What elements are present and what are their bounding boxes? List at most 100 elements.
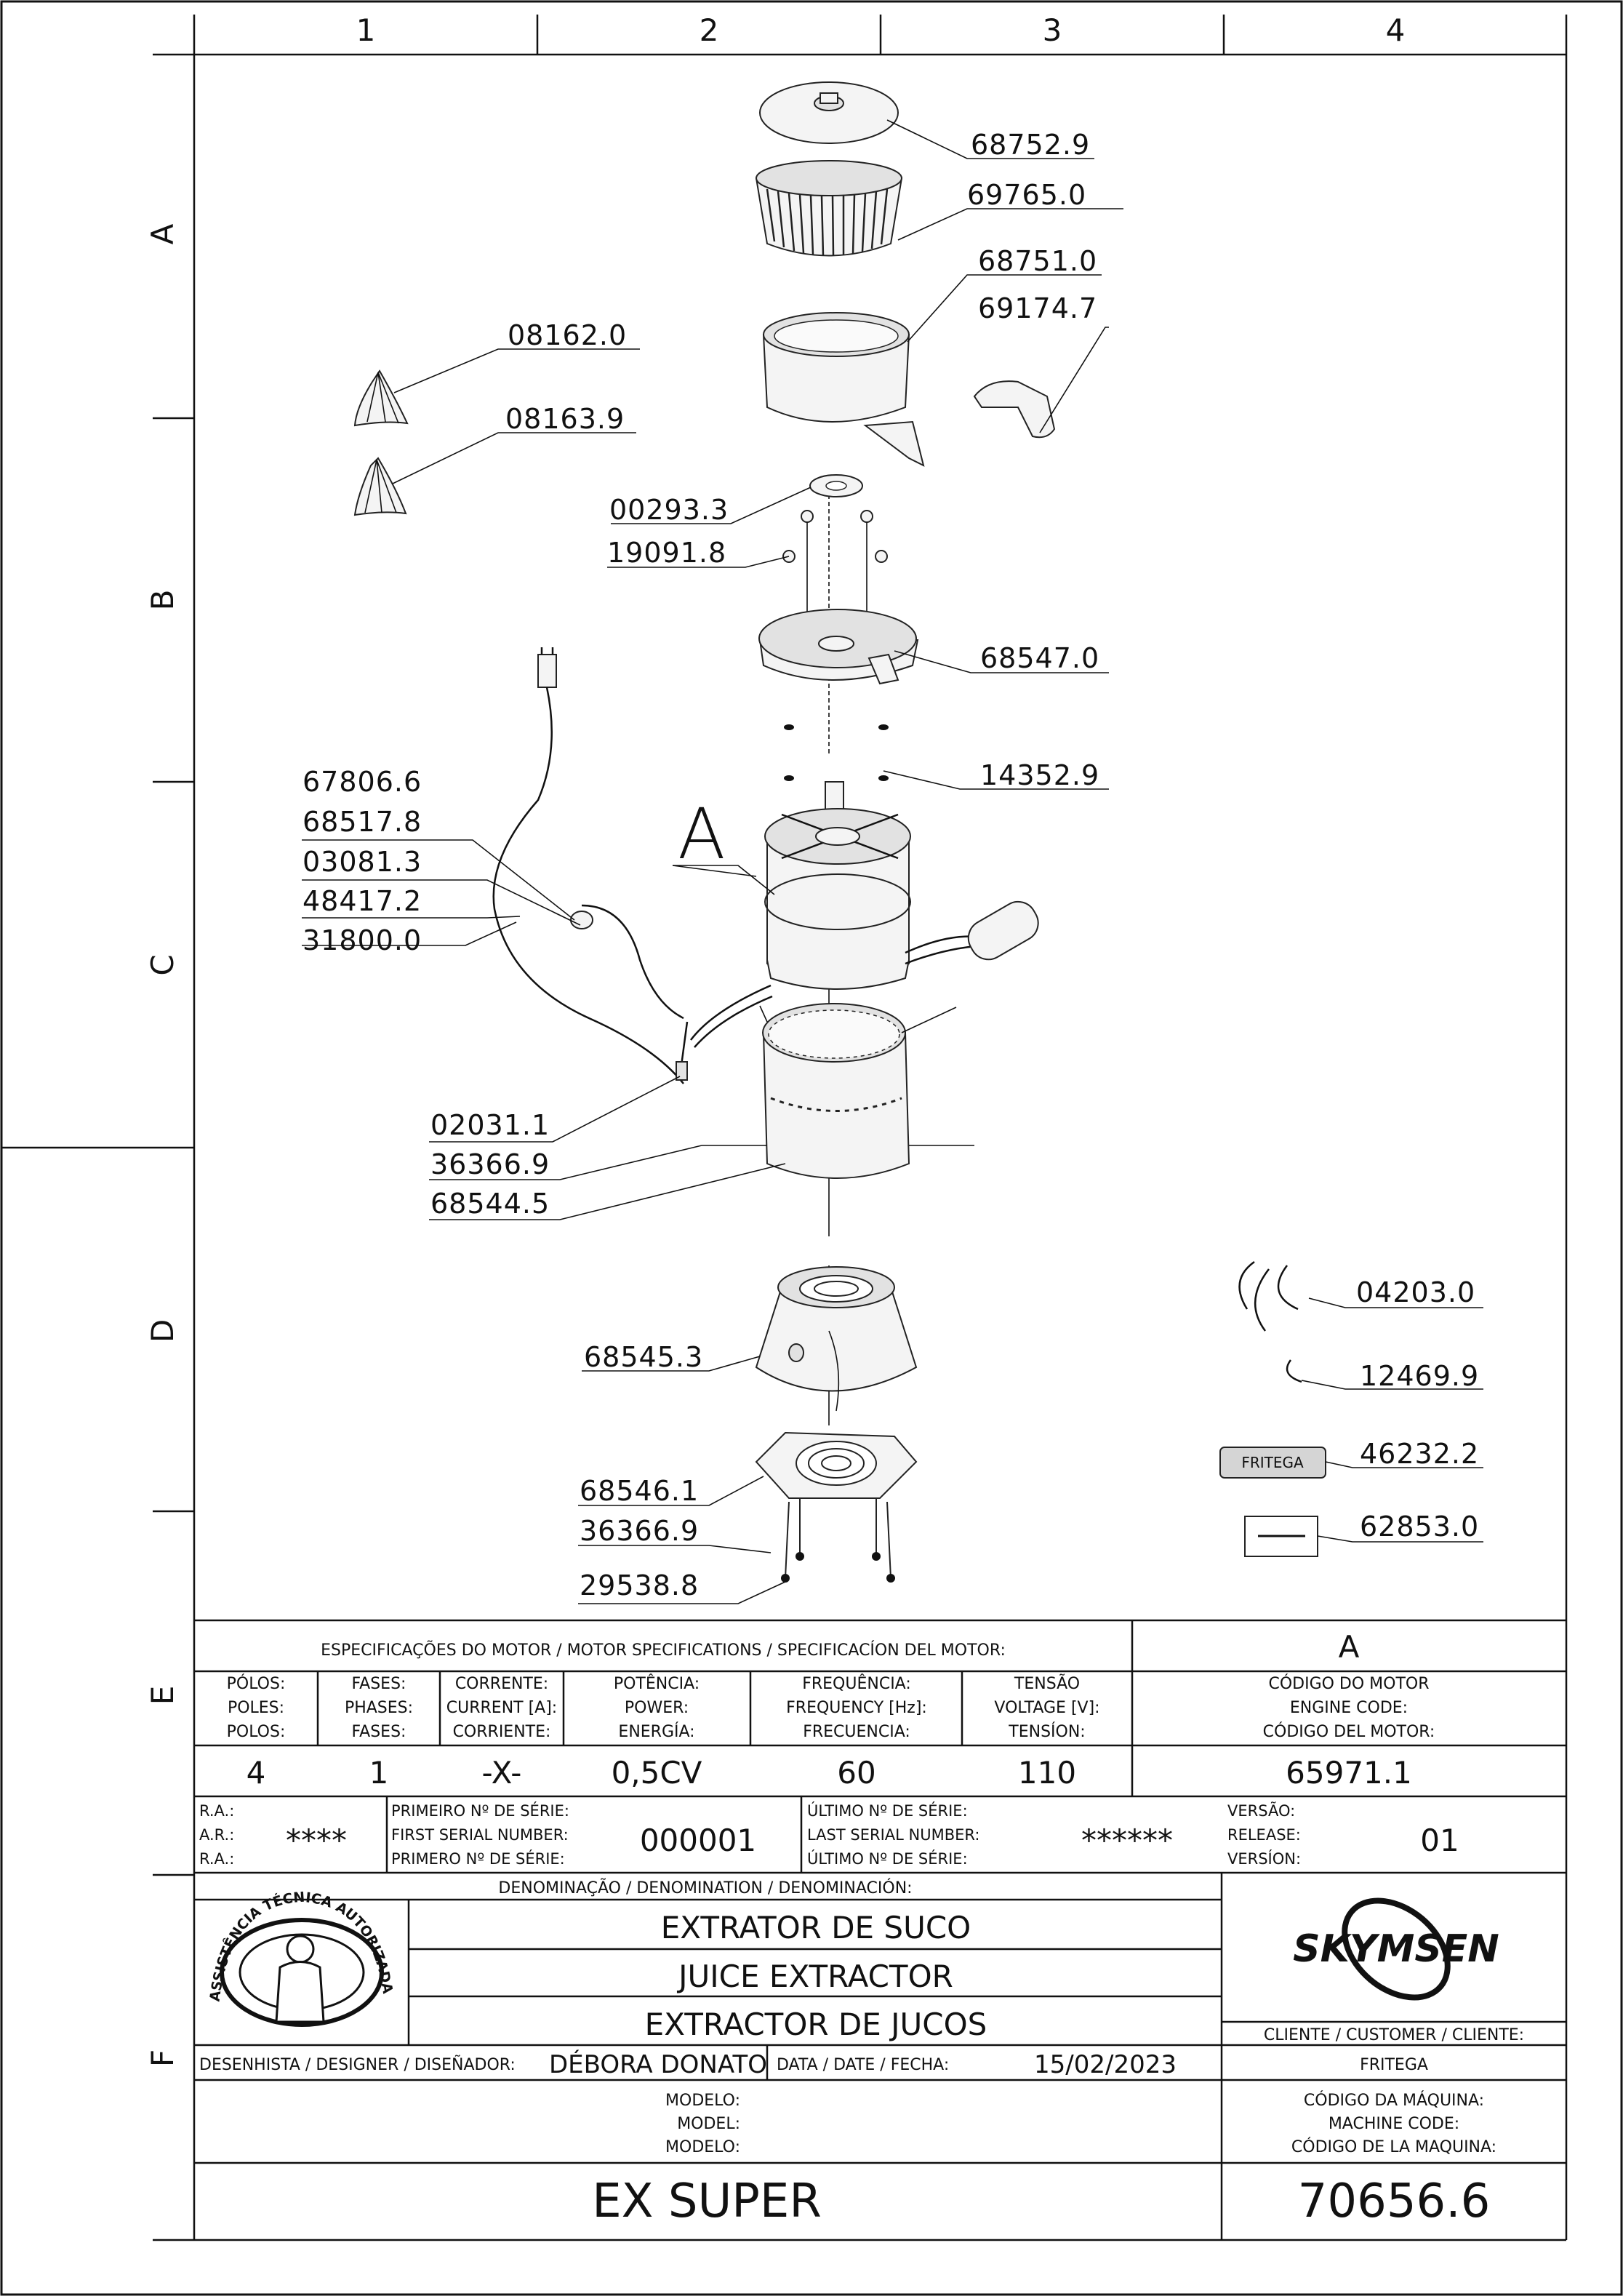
- part-label: 69765.0: [967, 179, 1086, 211]
- date-value: 15/02/2023: [1034, 2050, 1177, 2079]
- customer-label: CLIENTE / CUSTOMER / CLIENTE:: [1264, 2026, 1524, 2044]
- part-label: 68546.1: [580, 1475, 699, 1507]
- part-label: 68547.0: [980, 642, 1099, 674]
- ra-label: R.A.:: [199, 1850, 234, 1868]
- spec-label: POLOS:: [227, 1723, 286, 1741]
- part-label: 19091.8: [607, 537, 726, 569]
- motor-specs-header: ESPECIFICAÇÕES DO MOTOR / MOTOR SPECIFIC…: [321, 1640, 1006, 1660]
- spec-label: POWER:: [625, 1699, 689, 1717]
- motor-base-part: [755, 1266, 918, 1412]
- last-serial-label: ÚLTIMO Nº DE SÉRIE:: [807, 1849, 968, 1868]
- grid-row-f: F: [145, 2049, 180, 2067]
- part-label: 14352.9: [980, 759, 1099, 791]
- product-name-en: JUICE EXTRACTOR: [676, 1959, 953, 1994]
- spec-label: ENGINE CODE:: [1290, 1699, 1408, 1717]
- title-block: ESPECIFICAÇÕES DO MOTOR / MOTOR SPECIFIC…: [194, 1619, 1566, 2240]
- reamer-cones-part: [353, 369, 409, 516]
- detail-label: A: [678, 793, 726, 875]
- part-label: 68545.3: [584, 1341, 703, 1373]
- spec-label: POLES:: [228, 1699, 284, 1717]
- part-label: 08163.9: [505, 403, 625, 435]
- grid-row-c: C: [145, 954, 180, 975]
- leader-lines: [302, 119, 1483, 1604]
- date-label: DATA / DATE / FECHA:: [777, 2056, 949, 2074]
- last-serial-label: LAST SERIAL NUMBER:: [807, 1826, 979, 1844]
- version-label: RELEASE:: [1227, 1826, 1301, 1844]
- machine-code-label: MACHINE CODE:: [1329, 2115, 1459, 2133]
- spec-label: TENSÍON:: [1008, 1722, 1085, 1741]
- spec-value-voltage: 110: [1018, 1755, 1076, 1791]
- designer-value: DÉBORA DONATO: [549, 2049, 767, 2079]
- skymsen-logo: SKYMSEN: [1293, 1897, 1499, 2001]
- first-serial-value: 000001: [640, 1823, 756, 1858]
- last-serial-label: ÚLTIMO Nº DE SÉRIE:: [807, 1801, 968, 1820]
- last-serial-value: ******: [1081, 1823, 1173, 1858]
- washer-part: [809, 474, 863, 497]
- spec-value-engine-code: 65971.1: [1286, 1755, 1412, 1791]
- grid-row-b: B: [145, 590, 180, 611]
- skymsen-logo-text: SKYMSEN: [1293, 1927, 1499, 1971]
- strainer-basket-part: [755, 160, 903, 257]
- authorized-assistance-stamp: ASSISTÊNCIA TÉCNICA AUTORIZADA: [207, 1889, 396, 2027]
- base-plate-part: [755, 1431, 918, 1583]
- motor-housing-part: [702, 1003, 974, 1179]
- part-label: 04203.0: [1356, 1276, 1475, 1308]
- lid-part: [759, 81, 899, 144]
- part-label: 46232.2: [1360, 1438, 1479, 1470]
- spec-label: FREQUENCY [Hz]:: [786, 1699, 927, 1717]
- part-label: 00293.3: [609, 494, 729, 526]
- spec-value-power: 0,5CV: [612, 1755, 702, 1791]
- power-cord-part: [492, 647, 773, 1084]
- part-label: 36366.9: [580, 1515, 699, 1547]
- spec-label: ENERGÍA:: [618, 1722, 694, 1741]
- spec-label: FREQUÊNCIA:: [802, 1674, 911, 1693]
- version-value: 01: [1420, 1823, 1459, 1858]
- grid-row-d: D: [145, 1319, 180, 1343]
- spec-label: CORRENTE:: [455, 1675, 548, 1693]
- ra-label: R.A.:: [199, 1802, 234, 1820]
- machine-code-value: 70656.6: [1298, 2175, 1491, 2228]
- part-label: 36366.9: [430, 1148, 550, 1180]
- spec-label: POTÊNCIA:: [614, 1674, 700, 1693]
- product-name-pt: EXTRATOR DE SUCO: [661, 1910, 971, 1945]
- part-label: 68517.8: [302, 806, 422, 838]
- spec-label: CÓDIGO DO MOTOR: [1268, 1674, 1429, 1693]
- part-label: 48417.2: [302, 885, 422, 917]
- grid-col-1: 1: [356, 12, 376, 48]
- spec-label: FRECUENCIA:: [803, 1723, 910, 1741]
- fritega-badge-text: FRITEGA: [1241, 1454, 1304, 1471]
- part-label: 67806.6: [302, 766, 422, 798]
- juice-bowl-part: [762, 312, 925, 467]
- top-cover-part: [758, 609, 919, 685]
- grid-row-a: A: [145, 223, 180, 244]
- spec-label: PÓLOS:: [227, 1674, 286, 1693]
- motor-detail-ref: A: [1339, 1629, 1360, 1665]
- ra-value: ****: [286, 1823, 347, 1858]
- spec-label: CÓDIGO DEL MOTOR:: [1263, 1722, 1435, 1741]
- screws-part: [782, 510, 888, 640]
- exploded-view: FRITEGA: [302, 81, 1483, 1604]
- spec-label: FASES:: [352, 1723, 406, 1741]
- part-label: 12469.9: [1360, 1360, 1479, 1392]
- product-name-es: EXTRACTOR DE JUCOS: [645, 2007, 987, 2042]
- part-label: 03081.3: [302, 846, 422, 878]
- model-label: MODELO:: [665, 2092, 740, 2110]
- spec-value-phases: 1: [369, 1755, 389, 1791]
- part-label: 68544.5: [430, 1188, 550, 1220]
- grid-col-2: 2: [700, 12, 719, 48]
- spec-label: TENSÃO: [1014, 1673, 1080, 1693]
- model-label: MODELO:: [665, 2138, 740, 2156]
- version-label: VERSÃO:: [1227, 1801, 1295, 1820]
- spacers-part: [784, 724, 889, 781]
- part-label: 62853.0: [1360, 1511, 1479, 1543]
- spec-value-frequency: 60: [837, 1755, 875, 1791]
- grid-row-e: E: [145, 1686, 180, 1705]
- grid-col-3: 3: [1043, 12, 1062, 48]
- denomination-label: DENOMINAÇÃO / DENOMINATION / DENOMINACIÓ…: [498, 1878, 912, 1897]
- spec-label: CORRIENTE:: [453, 1723, 551, 1741]
- part-label: 68752.9: [971, 129, 1090, 161]
- customer-value: FRITEGA: [1360, 2056, 1428, 2074]
- part-label: 31800.0: [302, 924, 422, 956]
- spec-value-current: -X-: [482, 1755, 522, 1791]
